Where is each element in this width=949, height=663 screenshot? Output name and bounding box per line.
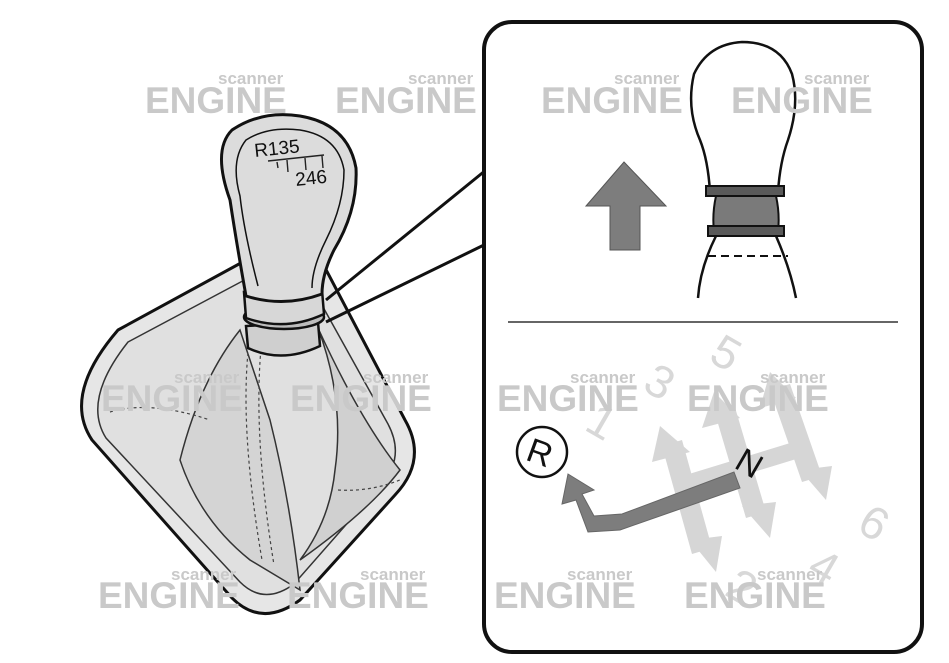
gate-arrow-head-1: [652, 426, 690, 462]
knob-pattern-bottom: 246: [294, 167, 328, 191]
reverse-circle: [515, 425, 569, 479]
svg-text:ENGINE: ENGINE: [684, 575, 826, 616]
svg-text:scanner: scanner: [804, 69, 870, 88]
svg-text:scanner: scanner: [363, 368, 429, 387]
boot-pleat-right: [299, 327, 401, 561]
svg-text:scanner: scanner: [570, 368, 636, 387]
svg-text:ENGINE: ENGINE: [287, 575, 429, 616]
svg-text:scanner: scanner: [171, 565, 237, 584]
detail-knob: [689, 40, 797, 194]
knob-pattern-gate-lines: [267, 154, 325, 173]
pull-up-arrow: [584, 161, 668, 251]
svg-text:scanner: scanner: [360, 565, 426, 584]
svg-text:ENGINE: ENGINE: [335, 80, 477, 121]
svg-text:scanner: scanner: [408, 69, 474, 88]
gate-arrow-head-5: [760, 372, 796, 408]
reverse-path-arrow: [561, 471, 741, 533]
detail-collar-bottom: [707, 225, 785, 237]
svg-text:ENGINE: ENGINE: [290, 378, 432, 419]
boot-stitch-1: [245, 334, 263, 561]
svg-text:ENGINE: ENGINE: [541, 80, 683, 121]
svg-text:ENGINE: ENGINE: [145, 80, 287, 121]
gate-arrow-5-6-column: [770, 384, 822, 482]
gate-arrow-head-6: [800, 466, 832, 500]
gate-arrow-head-4: [742, 502, 776, 538]
knob-collar-lower: [244, 320, 322, 357]
boot-stitch-4: [337, 479, 401, 491]
svg-text:ENGINE: ENGINE: [731, 80, 873, 121]
boot-pleat-left: [179, 328, 301, 592]
detail-collar-top: [705, 185, 785, 197]
svg-text:scanner: scanner: [757, 565, 823, 584]
svg-text:ENGINE: ENGINE: [497, 378, 639, 419]
svg-text:scanner: scanner: [760, 368, 826, 387]
callout-line-lower: [325, 242, 487, 324]
gate-arrow-head-3: [702, 392, 740, 428]
pull-up-detail: [584, 40, 798, 299]
detail-callout-box: [482, 20, 924, 654]
boot-stitch-2: [258, 337, 275, 566]
detail-boot-neck: [696, 235, 798, 299]
svg-text:ENGINE: ENGINE: [98, 575, 240, 616]
gate-arrow-head-2: [690, 536, 722, 572]
shift-lever-assembly: R135 246: [80, 113, 416, 615]
shift-knob-highlight: [235, 128, 345, 289]
callout-line-upper: [325, 168, 487, 302]
svg-text:scanner: scanner: [614, 69, 680, 88]
knob-shift-pattern: R135 246: [253, 136, 328, 191]
svg-text:scanner: scanner: [567, 565, 633, 584]
svg-text:scanner: scanner: [218, 69, 284, 88]
svg-text:scanner: scanner: [174, 368, 240, 387]
gate-arrow-crossbar: [676, 440, 806, 494]
svg-text:ENGINE: ENGINE: [687, 378, 829, 419]
svg-text:ENGINE: ENGINE: [494, 575, 636, 616]
svg-text:ENGINE: ENGINE: [101, 378, 243, 419]
